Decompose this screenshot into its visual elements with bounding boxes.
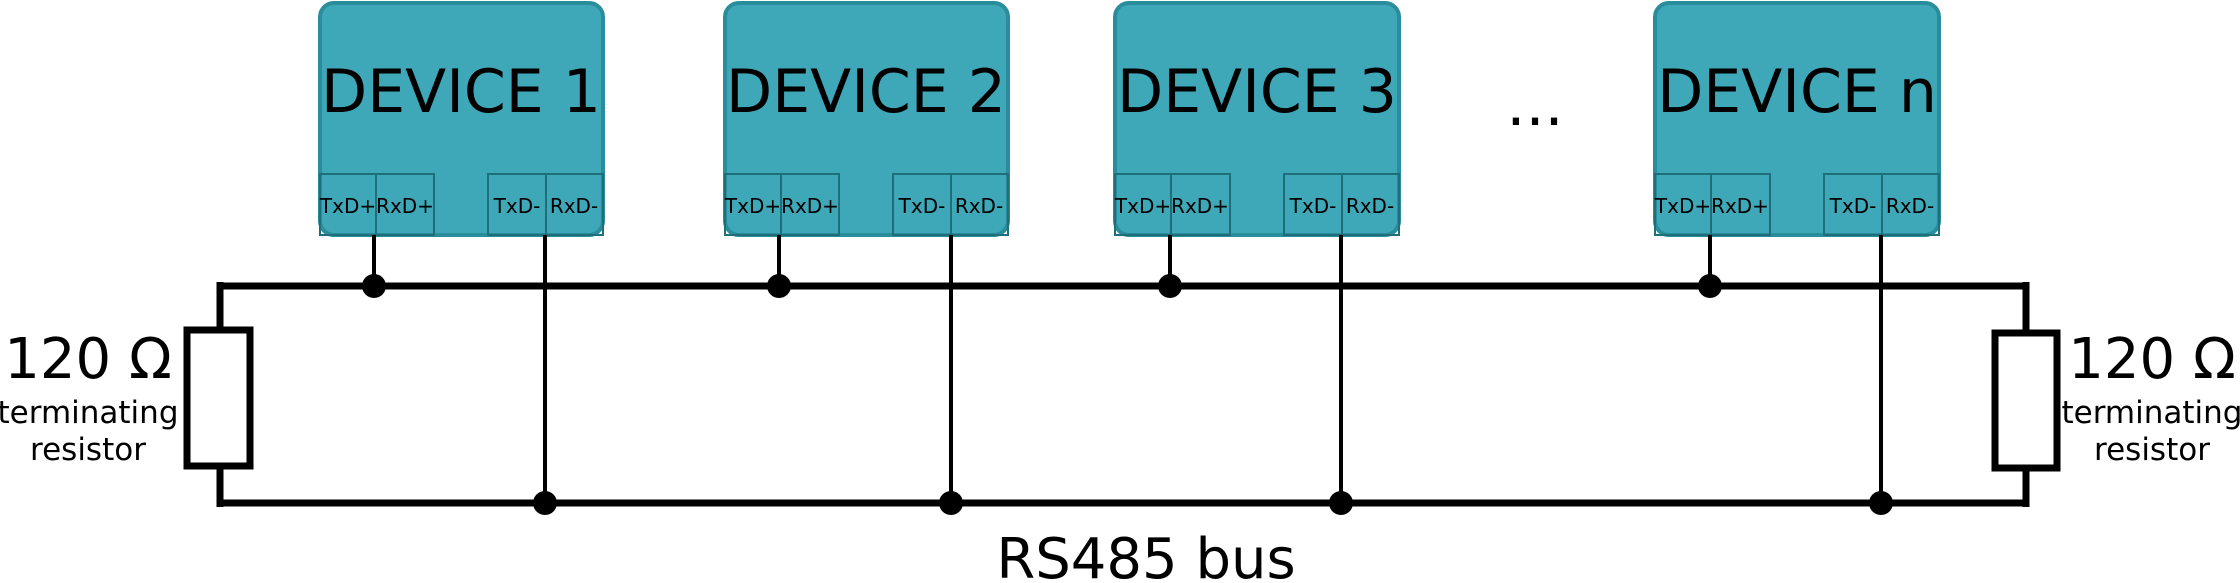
left-resistor-value: 120 Ω — [4, 327, 171, 392]
right-resistor-caption-line1: terminating — [2062, 395, 2240, 431]
pin-label-txd-minus: TxD- — [1829, 194, 1877, 218]
device-2: DEVICE 2 TxD+ RxD+ TxD- RxD- — [723, 1, 1010, 237]
pin-label-txd-minus: TxD- — [898, 194, 946, 218]
pin-label-rxd-plus: RxD+ — [781, 194, 839, 218]
device-box — [1653, 1, 1941, 237]
pin-rxd-plus — [780, 173, 840, 236]
bus-label: RS485 bus — [996, 527, 1295, 583]
junction-dot — [533, 491, 557, 515]
right-terminating-resistor — [1991, 329, 2061, 472]
pin-label-rxd-minus: RxD- — [550, 194, 598, 218]
pin-label-txd-plus: TxD+ — [1114, 194, 1171, 218]
pin-label-rxd-minus: RxD- — [1886, 194, 1934, 218]
device-3: DEVICE 3 TxD+ RxD+ TxD- RxD- — [1113, 1, 1401, 237]
pin-label-rxd-plus: RxD+ — [1711, 194, 1769, 218]
device-title: DEVICE 2 — [726, 57, 1006, 127]
pin-rxd-plus — [375, 173, 435, 236]
pin-rxd-minus — [1881, 173, 1940, 236]
more-devices-ellipsis: ... — [1506, 70, 1563, 140]
junction-dot — [767, 274, 791, 298]
junction-dot — [1329, 491, 1353, 515]
left-terminating-resistor — [183, 326, 254, 470]
pin-rxd-minus — [545, 173, 604, 236]
pin-label-txd-plus: TxD+ — [1654, 194, 1711, 218]
device-title: DEVICE n — [1657, 57, 1937, 127]
device-box — [318, 1, 605, 237]
left-resistor-caption-line1: terminating — [0, 395, 178, 431]
device-box — [1113, 1, 1401, 237]
pin-label-txd-minus: TxD- — [493, 194, 541, 218]
device-box — [723, 1, 1010, 237]
pin-rxd-plus — [1710, 173, 1771, 236]
pin-label-rxd-plus: RxD+ — [1171, 194, 1229, 218]
pin-rxd-plus — [1170, 173, 1231, 236]
junction-dot — [939, 491, 963, 515]
pin-label-txd-plus: TxD+ — [319, 194, 376, 218]
junction-dot — [1158, 274, 1182, 298]
pin-label-txd-plus: TxD+ — [724, 194, 781, 218]
pin-rxd-minus — [1341, 173, 1400, 236]
left-resistor-caption-line2: resistor — [30, 432, 146, 468]
pin-label-rxd-minus: RxD- — [1346, 194, 1394, 218]
device-n: DEVICE n TxD+ RxD+ TxD- RxD- — [1653, 1, 1941, 237]
right-resistor-caption-line2: resistor — [2094, 432, 2210, 468]
pin-rxd-minus — [950, 173, 1009, 236]
junction-dot — [1869, 491, 1893, 515]
pin-label-rxd-minus: RxD- — [955, 194, 1003, 218]
device-title: DEVICE 3 — [1117, 57, 1397, 127]
pin-label-rxd-plus: RxD+ — [376, 194, 434, 218]
device-1: DEVICE 1 TxD+ RxD+ TxD- RxD- — [318, 1, 605, 237]
junction-dot — [362, 274, 386, 298]
device-title: DEVICE 1 — [321, 57, 601, 127]
junction-dot — [1698, 274, 1722, 298]
pin-label-txd-minus: TxD- — [1289, 194, 1337, 218]
right-resistor-value: 120 Ω — [2068, 327, 2235, 392]
